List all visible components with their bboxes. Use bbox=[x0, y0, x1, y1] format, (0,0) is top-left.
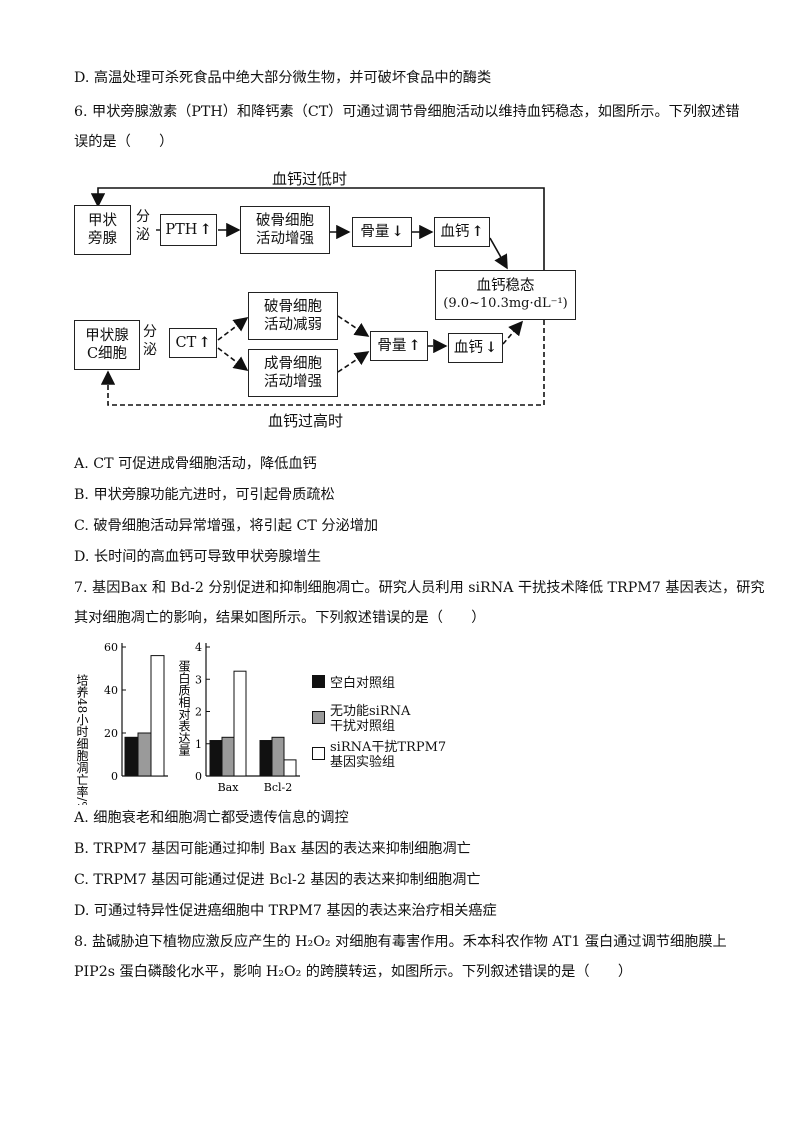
q6-option-c: C. 破骨细胞活动异常增强，将引起 CT 分泌增加 bbox=[74, 518, 379, 534]
q7-charts: 0 20 40 60 培养48小时细胞凋亡率/% 0 1 2 3 4 蛋白质相对表达量 Bax Bcl… bbox=[75, 641, 300, 805]
bar bbox=[233, 670, 247, 777]
parathyroid-box: 甲状旁腺 bbox=[74, 205, 131, 255]
bone-mass-label: 骨量 bbox=[360, 224, 390, 240]
y-tick-label: 20 bbox=[104, 727, 118, 740]
y-axis-label: 培养48小时细胞凋亡率/% bbox=[75, 673, 89, 805]
legend-label: 基因实验组 bbox=[330, 755, 396, 770]
y-tick-label: 3 bbox=[195, 673, 202, 686]
bar bbox=[221, 736, 235, 777]
bar bbox=[124, 736, 139, 777]
homeostasis-title: 血钙稳态 bbox=[476, 278, 535, 294]
bone-mass-increase-box: 骨量↑ bbox=[370, 331, 428, 361]
low-calcium-label: 血钙过低时 bbox=[272, 170, 348, 188]
legend-label: 空白对照组 bbox=[330, 676, 396, 691]
secrete-label-top: 分泌 bbox=[136, 209, 150, 243]
q7-option-c: C. TRPM7 基因可能通过促进 Bcl-2 基因的表达来抑制细胞凋亡 bbox=[74, 872, 481, 888]
secrete-label-bottom: 分泌 bbox=[143, 324, 157, 358]
homeostasis-range: (9.0~10.3mg·dL⁻¹) bbox=[443, 296, 568, 311]
bone-mass-label: 骨量 bbox=[377, 338, 407, 354]
bar bbox=[150, 655, 165, 777]
calcium-label: 血钙 bbox=[453, 340, 483, 356]
y-tick-label: 2 bbox=[195, 706, 202, 719]
x-tick-label: Bax bbox=[218, 781, 240, 794]
up-arrow-icon: ↑ bbox=[198, 334, 211, 351]
bar bbox=[271, 736, 285, 777]
pth-box: PTH↑ bbox=[160, 214, 217, 246]
bar bbox=[259, 740, 273, 777]
osteoblast-enhanced-label: 成骨细胞活动增强 bbox=[264, 356, 322, 390]
parathyroid-label: 甲状旁腺 bbox=[88, 213, 117, 247]
bar bbox=[137, 732, 152, 777]
calcium-label: 血钙 bbox=[440, 224, 470, 240]
calcium-decrease-box: 血钙↓ bbox=[448, 333, 503, 363]
protein-expression-chart: 0 1 2 3 4 蛋白质相对表达量 Bax Bcl-2 bbox=[177, 641, 300, 794]
pth-label: PTH bbox=[165, 222, 198, 238]
down-arrow-icon: ↓ bbox=[391, 223, 404, 240]
up-arrow-icon: ↑ bbox=[199, 221, 212, 238]
legend-swatch-black bbox=[312, 675, 325, 688]
up-arrow-icon: ↑ bbox=[471, 223, 484, 240]
osteoclast-weakened-label: 破骨细胞活动减弱 bbox=[264, 299, 322, 333]
calcium-homeostasis-box: 血钙稳态 (9.0~10.3mg·dL⁻¹) bbox=[435, 270, 576, 320]
q8-stem-line2: PIP2s 蛋白磷酸化水平，影响 H₂O₂ 的跨膜转运，如图所示。下列叙述错误的… bbox=[74, 964, 633, 980]
q7-option-b: B. TRPM7 基因可能通过抑制 Bax 基因的表达来抑制细胞凋亡 bbox=[74, 841, 471, 857]
high-calcium-label: 血钙过高时 bbox=[268, 412, 344, 430]
ct-box: CT↑ bbox=[169, 328, 217, 358]
ct-label: CT bbox=[175, 335, 197, 351]
x-tick-label: Bcl-2 bbox=[264, 781, 292, 794]
thyroid-c-cell-box: 甲状腺C细胞 bbox=[74, 320, 140, 370]
q7-option-d: D. 可通过特异性促进癌细胞中 TRPM7 基因的表达来治疗相关癌症 bbox=[74, 903, 497, 919]
bar bbox=[209, 740, 223, 777]
legend-swatch-gray bbox=[312, 711, 325, 724]
legend-label: siRNA干扰TRPM7 bbox=[330, 740, 447, 755]
y-tick-label: 4 bbox=[195, 641, 202, 654]
bar bbox=[283, 759, 297, 777]
q8-stem-line1: 8. 盐碱胁迫下植物应激反应产生的 H₂O₂ 对细胞有毒害作用。禾本科农作物 A… bbox=[74, 934, 727, 950]
up-arrow-icon: ↑ bbox=[408, 337, 421, 354]
q7-option-a: A. 细胞衰老和细胞凋亡都受遗传信息的调控 bbox=[74, 810, 349, 826]
q6-option-d: D. 长时间的高血钙可导致甲状旁腺增生 bbox=[74, 549, 321, 565]
y-axis-label: 蛋白质相对表达量 bbox=[177, 660, 191, 756]
q6-option-a: A. CT 可促进成骨细胞活动，降低血钙 bbox=[74, 456, 317, 472]
y-tick-label: 60 bbox=[104, 641, 118, 654]
legend-label: 干扰对照组 bbox=[330, 719, 396, 734]
apoptosis-rate-chart: 0 20 40 60 培养48小时细胞凋亡率/% bbox=[75, 641, 168, 805]
osteoclast-enhanced-label: 破骨细胞活动增强 bbox=[256, 213, 314, 247]
q7-stem-line2: 其对细胞凋亡的影响，结果如图所示。下列叙述错误的是（ ） bbox=[74, 610, 486, 626]
osteoclast-enhanced-box: 破骨细胞活动增强 bbox=[240, 206, 330, 254]
bone-mass-decrease-box: 骨量↓ bbox=[352, 217, 412, 247]
q6-stem-line1: 6. 甲状旁腺激素（PTH）和降钙素（CT）可通过调节骨细胞活动以维持血钙稳态，… bbox=[74, 104, 740, 120]
q6-stem-line2: 误的是（ ） bbox=[74, 134, 174, 150]
legend-swatch-white bbox=[312, 747, 325, 760]
q5-option-d: D. 高温处理可杀死食品中绝大部分微生物，并可破坏食品中的酶类 bbox=[74, 70, 492, 86]
osteoblast-enhanced-box: 成骨细胞活动增强 bbox=[248, 349, 338, 397]
osteoclast-weakened-box: 破骨细胞活动减弱 bbox=[248, 292, 338, 340]
y-tick-label: 0 bbox=[111, 770, 118, 783]
q6-option-b: B. 甲状旁腺功能亢进时，可引起骨质疏松 bbox=[74, 487, 335, 503]
down-arrow-icon: ↓ bbox=[484, 339, 498, 356]
y-tick-label: 1 bbox=[195, 738, 202, 751]
diagram-arrows bbox=[90, 187, 545, 406]
c-cell-label: 甲状腺C细胞 bbox=[85, 328, 129, 362]
q7-stem-line1: 7. 基因Bax 和 Bd-2 分别促进和抑制细胞凋亡。研究人员利用 siRNA… bbox=[74, 580, 765, 596]
legend-label: 无功能siRNA bbox=[330, 704, 411, 719]
y-tick-label: 0 bbox=[195, 770, 202, 783]
y-tick-label: 40 bbox=[104, 684, 118, 697]
calcium-increase-box: 血钙↑ bbox=[434, 217, 490, 247]
